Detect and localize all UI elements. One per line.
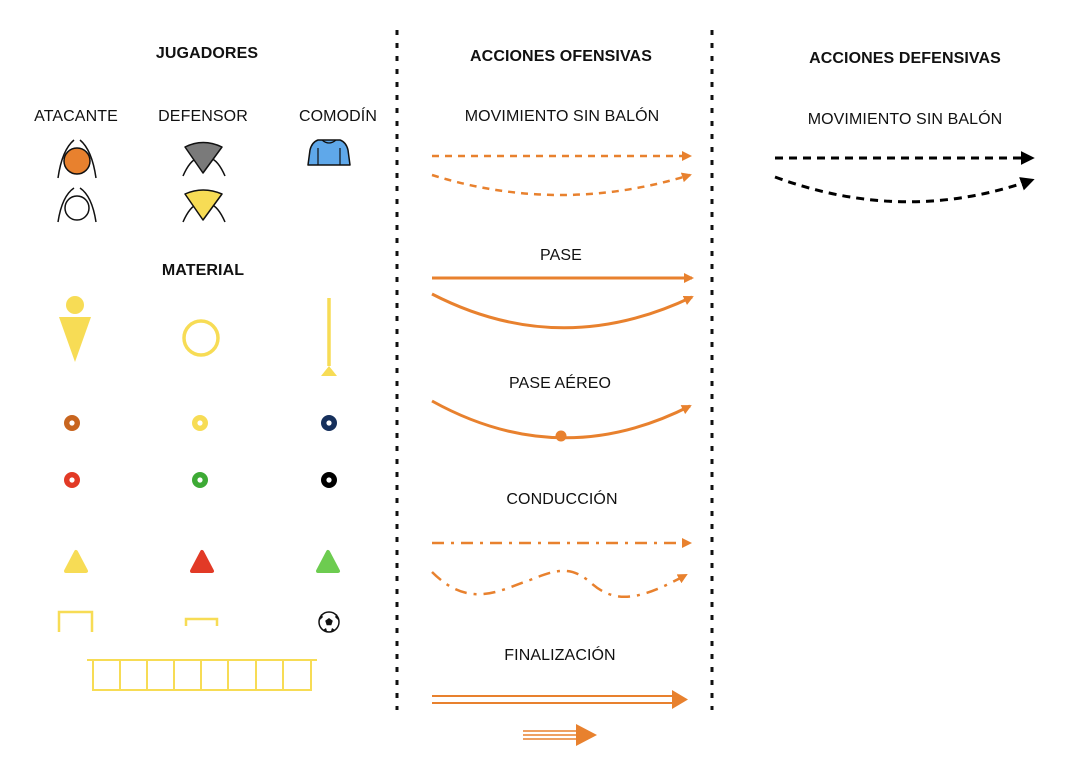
wildcard-icon	[307, 139, 351, 166]
material-title: MATERIAL	[161, 262, 245, 279]
defensive-move-label: MOVIMIENTO SIN BALÓN	[807, 111, 1003, 128]
defensive-move-curved-arrow	[774, 175, 1035, 204]
disc-cone-brown-icon	[64, 415, 80, 431]
cone-green-icon	[316, 550, 340, 573]
pass-curved-arrow	[431, 292, 694, 330]
offensive-move-curved-arrow	[431, 172, 692, 197]
finish-arrow	[432, 690, 688, 709]
cone-red-icon	[190, 550, 214, 573]
aerial-pass-label: PASE AÉREO	[508, 375, 612, 392]
players-title: JUGADORES	[155, 45, 259, 62]
defender-yellow-icon	[182, 189, 226, 223]
defensive-title: ACCIONES DEFENSIVAS	[809, 50, 1001, 67]
aerial-pass-arrow	[431, 399, 692, 442]
finish-label: FINALIZACIÓN	[504, 647, 616, 664]
disc-cone-yellow-icon	[192, 415, 208, 431]
dribble-label: CONDUCCIÓN	[506, 491, 618, 508]
attacker-filled-icon	[57, 139, 97, 179]
wildcard-label: COMODÍN	[298, 108, 378, 125]
attacker-label: ATACANTE	[34, 108, 118, 125]
attacker-outline-icon	[57, 187, 97, 223]
finish-small-arrow	[523, 724, 597, 746]
disc-cone-black-icon	[321, 472, 337, 488]
mannequin-icon	[59, 296, 91, 362]
disc-cone-navy-icon	[321, 415, 337, 431]
offensive-move-label: MOVIMIENTO SIN BALÓN	[464, 108, 660, 125]
defender-grey-icon	[182, 141, 226, 177]
hoop-icon	[182, 319, 220, 357]
goal-large-icon	[57, 610, 94, 632]
pass-label: PASE	[540, 247, 582, 264]
cone-yellow-icon	[64, 550, 88, 573]
offensive-title: ACCIONES OFENSIVAS	[470, 48, 652, 65]
pole-icon	[321, 298, 337, 376]
defender-label: DEFENSOR	[158, 108, 248, 125]
disc-cone-green-icon	[192, 472, 208, 488]
disc-cone-red-icon	[64, 472, 80, 488]
dribble-wavy-arrow	[431, 569, 688, 599]
agility-ladder-icon	[87, 659, 317, 691]
goal-small-icon	[184, 617, 219, 626]
ball-icon	[318, 611, 340, 633]
